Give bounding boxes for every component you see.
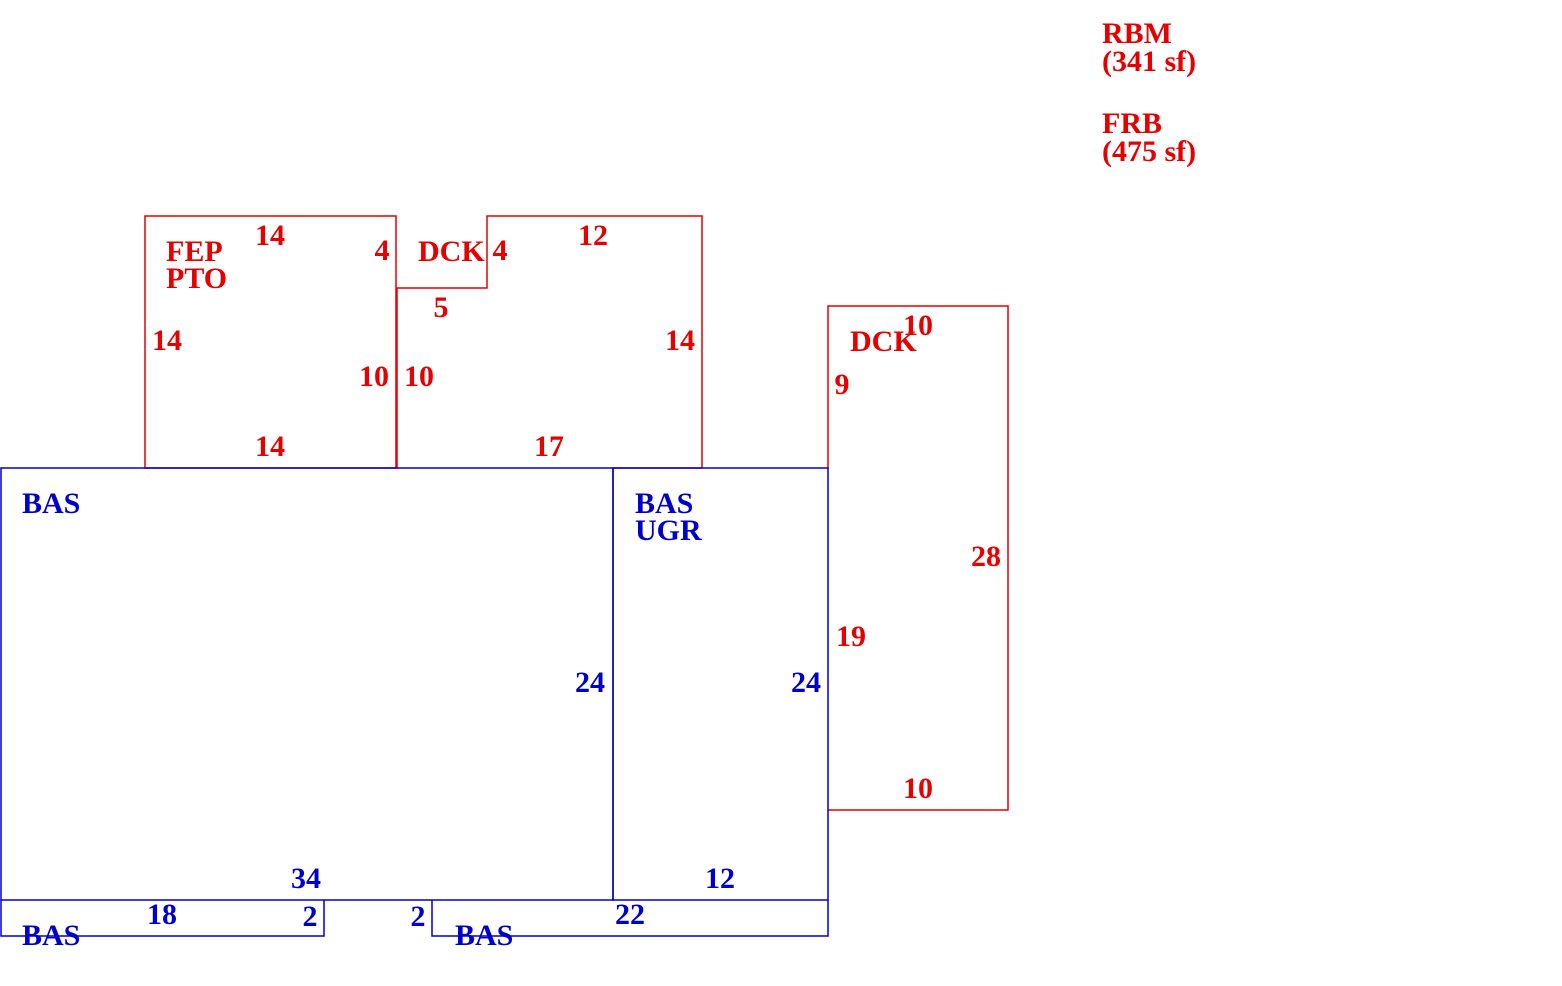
dck-side-left-upper-dimension: 9	[835, 368, 850, 401]
bas-bottom-right-top-dimension: 22	[615, 898, 645, 931]
bas-bottom-right-left-dimension: 2	[411, 900, 426, 933]
dck-upper-bottom-dimension: 17	[534, 430, 564, 463]
legend-code: FRB	[1102, 107, 1162, 140]
dck-upper-step-dimension: 5	[434, 291, 449, 324]
area-legend-rbm: RBM (341 sf)	[1102, 17, 1197, 78]
fep-label: FEP	[166, 235, 223, 268]
dck-side-outline	[827, 305, 1009, 811]
legend-area: (341 sf)	[1102, 45, 1197, 78]
legend-area: (475 sf)	[1102, 135, 1197, 168]
legend-code: RBM	[1102, 17, 1172, 50]
dck-side-right-dimension: 28	[971, 540, 1001, 573]
bas-ugr-bottom-dimension: 12	[705, 862, 735, 895]
bas-main-outline	[0, 467, 614, 901]
bas-bottom-right-label: BAS	[455, 919, 513, 952]
area-legend-frb: FRB (475 sf)	[1102, 107, 1197, 168]
bas-main-bottom-dimension: 34	[291, 862, 321, 895]
bas-ugr-right-dimension: 24	[791, 666, 821, 699]
pto-label: PTO	[166, 262, 227, 295]
dck-side-bottom-dimension: 10	[903, 772, 933, 805]
dck-upper-label: DCK	[418, 235, 485, 268]
dck-side-left-lower-dimension: 19	[836, 620, 866, 653]
bas-bottom-left-right-dimension: 2	[303, 900, 318, 933]
dck-upper-right-dimension: 14	[665, 324, 695, 357]
bas-ugr-label-line1: BAS	[635, 487, 693, 520]
bas-bottom-right-outline	[431, 900, 829, 937]
bas-ugr-label-line2: UGR	[635, 514, 702, 547]
bas-ugr-outline	[612, 467, 829, 901]
bas-bottom-left-top-dimension: 18	[147, 898, 177, 931]
bas-bottom-left-outline	[0, 900, 325, 937]
dck-side-label: DCK	[850, 325, 917, 358]
bas-main-label: BAS	[22, 487, 80, 520]
bas-bottom-left-label: BAS	[22, 919, 80, 952]
dck-side-top-dimension: 10	[903, 309, 933, 342]
dck-upper-outline	[396, 215, 703, 468]
fep-left-dimension: 14	[152, 324, 182, 357]
dck-upper-inner-right-dimension: 10	[404, 360, 434, 393]
bas-main-right-dimension: 24	[575, 666, 605, 699]
fep-bottom-dimension: 14	[255, 430, 285, 463]
dck-upper-inner-left-dimension: 4	[493, 234, 508, 267]
fep-inner-dimension: 10	[359, 360, 389, 393]
fep-top-dimension: 14	[255, 219, 285, 252]
fep-right-dimension: 4	[375, 234, 390, 267]
dck-upper-top-dimension: 12	[578, 219, 608, 252]
